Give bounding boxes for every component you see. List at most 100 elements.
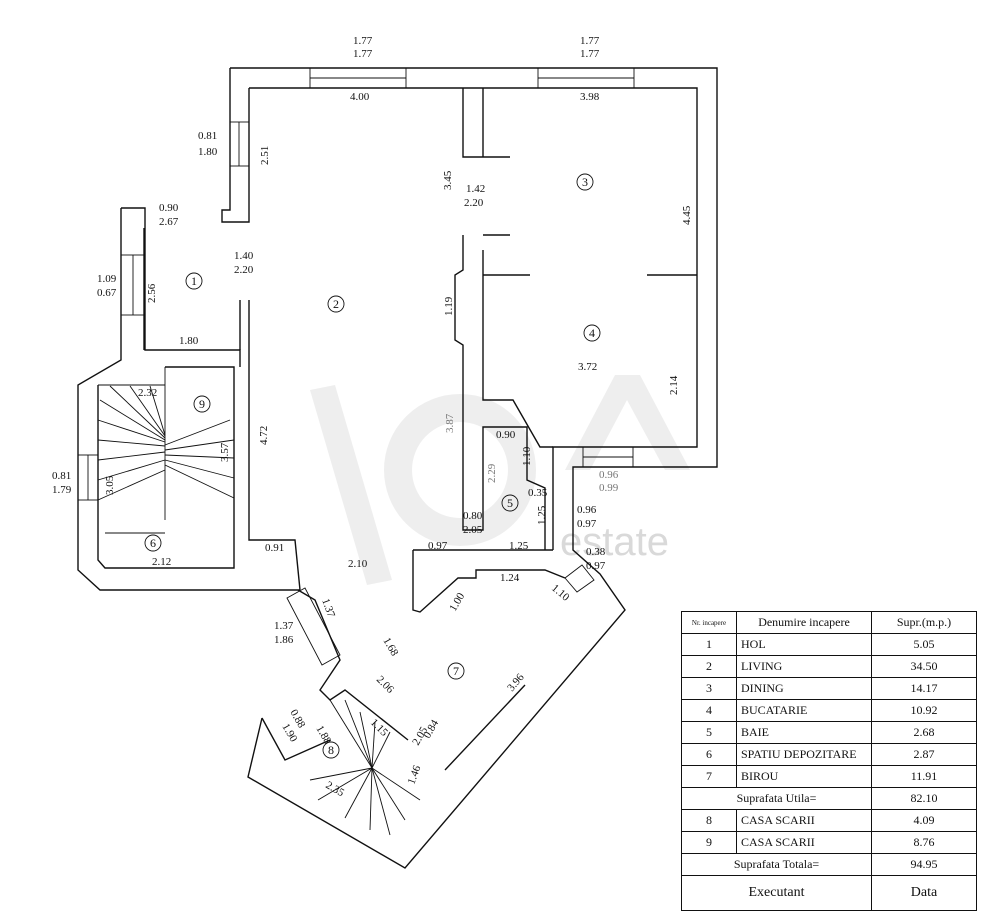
dim-living-left-length: 4.72 <box>258 426 270 445</box>
dim-door-096-1: 0.96 <box>577 504 597 516</box>
stair-8 <box>309 699 421 836</box>
dim-door-hl-2: 2.20 <box>234 264 254 276</box>
room-marker-3: 3 <box>576 173 594 191</box>
dim-office-396: 3.96 <box>505 671 527 694</box>
useful-area-label: Suprafata Utila= <box>681 787 872 810</box>
dim-top-window-right-1: 1.77 <box>580 35 600 47</box>
dim-door-096-2: 0.97 <box>577 518 597 530</box>
svg-text:6: 6 <box>150 536 156 550</box>
dim-storage-height: 3.05 <box>104 475 116 495</box>
dim-hol-height: 2.56 <box>146 283 158 303</box>
dim-kitchen-window-1: 0.96 <box>599 469 619 481</box>
dim-bath-top: 0.90 <box>496 429 516 441</box>
room-marker-8: 8 <box>322 741 340 759</box>
dim-bath-229: 2.29 <box>486 463 498 483</box>
dim-office-100: 1.00 <box>447 590 467 613</box>
room-marker-6: 6 <box>144 534 162 552</box>
stair-9 <box>97 367 235 534</box>
dim-storage-width: 2.12 <box>152 556 171 568</box>
svg-text:5: 5 <box>507 496 513 510</box>
dim-stair8-115: 1.15 <box>368 717 390 739</box>
room-marker-1: 1 <box>185 272 203 290</box>
legend-table: Nr. incapere Denumire incapere Supr.(m.p… <box>681 611 977 911</box>
dim-stair8-146: 1.46 <box>406 763 424 786</box>
watermark-logo: estate <box>310 375 690 585</box>
room-marker-4: 4 <box>583 324 601 342</box>
dim-door-ld-1: 1.42 <box>466 183 485 195</box>
dim-kitchen-width: 3.72 <box>578 361 597 373</box>
useful-area-value: 82.10 <box>871 787 977 810</box>
legend-header-nr: Nr. incapere <box>681 611 737 634</box>
walls <box>77 67 718 869</box>
dim-living-210: 2.10 <box>348 558 368 570</box>
dim-small-window-2: 2.67 <box>159 216 179 228</box>
dim-bath-side: 3.87 <box>444 413 456 433</box>
dim-hol-bottom: 1.80 <box>179 335 199 347</box>
dim-bath-gap: 0.35 <box>528 487 548 499</box>
room-markers: 1 2 3 4 5 6 7 8 9 <box>144 173 601 759</box>
room-marker-2: 2 <box>327 295 345 313</box>
room-marker-7: 7 <box>447 662 465 680</box>
dim-kitchen-wall: 1.19 <box>443 296 455 316</box>
dim-office-206: 2.06 <box>374 674 396 696</box>
dim-bath-height: 1.10 <box>521 446 533 466</box>
date-label: Data <box>871 875 977 911</box>
dim-office-124: 1.24 <box>500 572 520 584</box>
dim-hol-window-2: 0.67 <box>97 287 117 299</box>
watermark-text: estate <box>560 520 669 564</box>
dim-top-window-left-1: 1.77 <box>353 35 373 47</box>
dim-living-091: 0.91 <box>265 542 284 554</box>
useful-area-row: Suprafata Utila=82.10 <box>681 787 977 810</box>
dim-small-window-1: 0.90 <box>159 202 179 214</box>
dim-door-038-1: 0.38 <box>586 546 606 558</box>
dim-bath-125: 1.25 <box>509 540 529 552</box>
dim-kitchen-window-2: 0.99 <box>599 482 619 494</box>
dim-living-top: 4.00 <box>350 91 370 103</box>
dim-kitchen-right: 2.14 <box>668 375 680 395</box>
area-legend-table: Nr. incapere Denumire incapere Supr.(m.p… <box>681 611 977 911</box>
dim-top-window-left-2: 1.77 <box>353 48 373 60</box>
room-marker-9: 9 <box>193 395 211 413</box>
dim-bath-door-1: 0.80 <box>463 510 483 522</box>
dim-office-168: 1.68 <box>380 636 400 659</box>
dim-office-door-2: 1.86 <box>274 634 294 646</box>
svg-text:2: 2 <box>333 297 339 311</box>
legend-header-area: Supr.(m.p.) <box>871 611 977 634</box>
dim-door-ld-2: 2.20 <box>464 197 484 209</box>
windows <box>77 67 635 666</box>
dim-left-window-1: 0.81 <box>198 130 217 142</box>
dim-door-038-2: 0.97 <box>586 560 606 572</box>
total-area-value: 94.95 <box>871 853 977 876</box>
svg-text:9: 9 <box>199 397 205 411</box>
executant-label: Executant <box>681 875 872 911</box>
dim-living-left-height: 2.51 <box>259 146 271 165</box>
svg-text:4: 4 <box>589 326 595 340</box>
dim-stair9-width: 2.32 <box>138 387 157 399</box>
dim-bath-door-2: 2.05 <box>463 524 483 536</box>
dim-office-110: 1.10 <box>549 582 572 604</box>
dim-left-window-2: 1.80 <box>198 146 218 158</box>
dim-bath-depth: 1.25 <box>536 505 548 525</box>
dim-bath-097: 0.97 <box>428 540 448 552</box>
svg-text:3: 3 <box>582 175 588 189</box>
dim-dining-top: 3.98 <box>580 91 600 103</box>
legend-header-row: Nr. incapere Denumire incapere Supr.(m.p… <box>681 611 977 634</box>
dim-stair6-window-1: 0.81 <box>52 470 71 482</box>
total-area-label: Suprafata Totala= <box>681 853 872 876</box>
dim-stair8-235: 2.35 <box>324 779 347 799</box>
svg-text:8: 8 <box>328 743 334 757</box>
svg-text:1: 1 <box>191 274 197 288</box>
dimension-labels: 1.77 1.77 1.77 1.77 4.00 3.98 0.81 1.80 … <box>52 35 693 799</box>
svg-text:7: 7 <box>453 664 459 678</box>
